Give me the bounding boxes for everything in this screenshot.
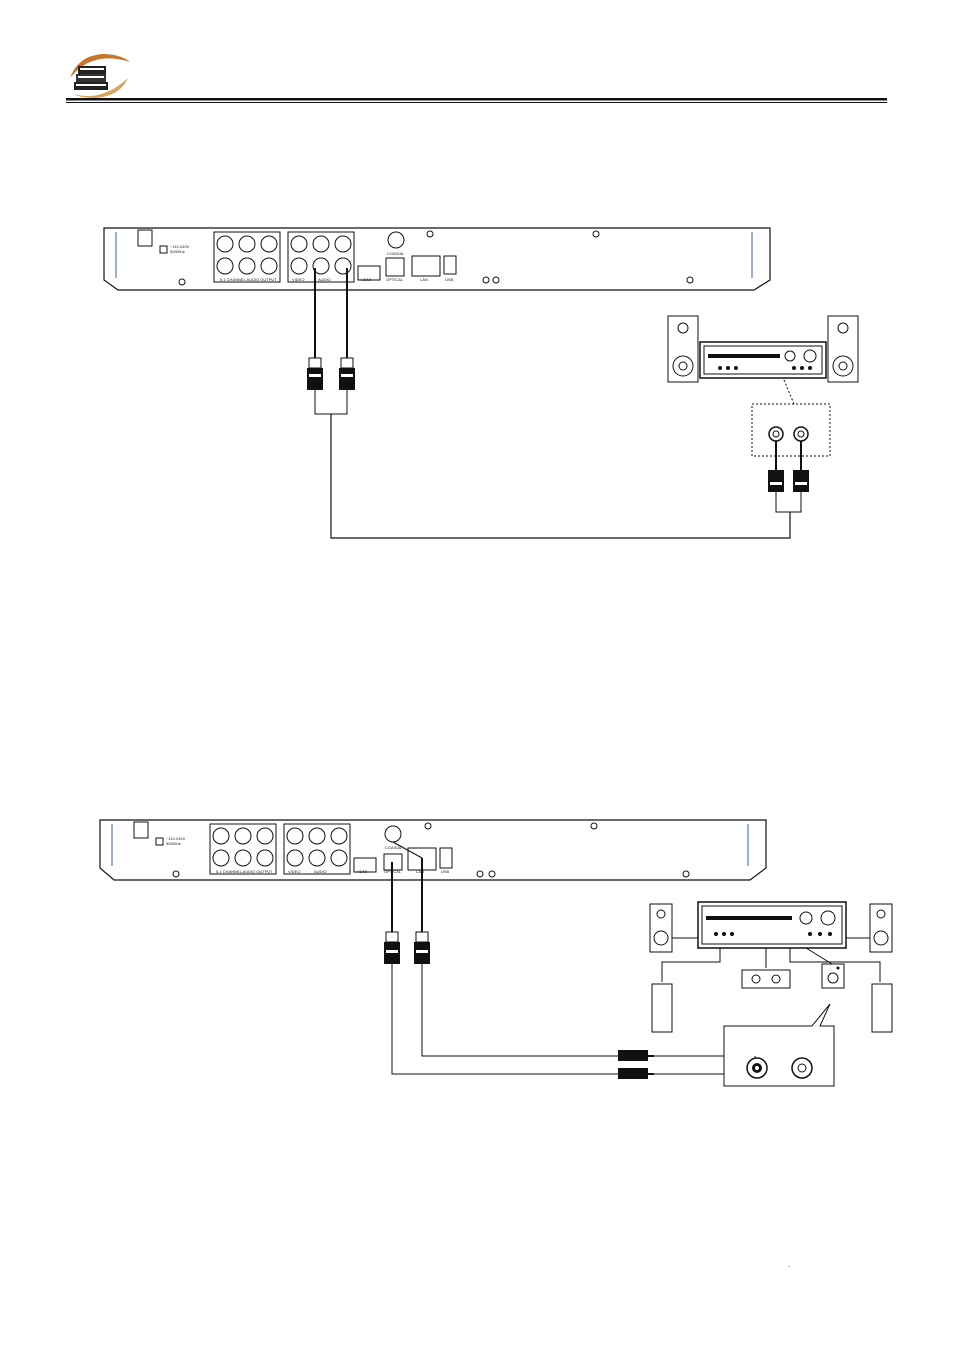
rca-cable-player-end — [307, 268, 791, 539]
power-label-1: ~110-240V — [170, 244, 190, 249]
lan-label: LAN — [416, 869, 424, 874]
power-label-2: 50/60Hz — [166, 841, 181, 846]
lan-label: LAN — [420, 277, 428, 282]
hdmi-label: HDMI — [361, 277, 371, 282]
amplifier-with-speakers — [667, 315, 859, 383]
coaxial-label: COAXIAL — [385, 845, 403, 850]
audio-label: AUDIO — [318, 277, 331, 282]
receiver-input-callout — [723, 1003, 835, 1087]
player-rear-panel: ~110-240V 50/60Hz 5.1 CHANNEL AUDIO OUTP… — [103, 227, 771, 291]
usb-label: USB — [441, 869, 450, 874]
audio-output-label: 5.1 CHANNEL AUDIO OUTPUT — [216, 869, 273, 874]
receiver-with-speakers — [649, 901, 893, 1033]
books-logo-icon — [70, 54, 130, 98]
usb-label: USB — [445, 277, 454, 282]
header-rule — [66, 98, 887, 103]
amp-input-callout — [751, 379, 831, 513]
audio-label: AUDIO — [314, 869, 327, 874]
video-label: VIDEO — [292, 277, 304, 282]
coaxial-label: COAXIAL — [387, 251, 405, 256]
optical-label: OPTICAL — [386, 277, 404, 282]
player-rear-panel: ~110-240V 50/60Hz 5.1 CHANNEL AUDIO OUTP… — [99, 819, 767, 881]
hdmi-label: HDMI — [357, 869, 367, 874]
power-label-2: 50/60Hz — [170, 249, 185, 254]
footer-mark: . — [788, 1260, 791, 1269]
stereo-connection-diagram: ~110-240V 50/60Hz 5.1 CHANNEL AUDIO OUTP… — [103, 227, 859, 539]
video-label: VIDEO — [288, 869, 300, 874]
power-label-1: ~110-240V — [166, 836, 186, 841]
audio-output-label: 5.1 CHANNEL AUDIO OUTPUT — [220, 277, 277, 282]
digital-connection-diagram: ~110-240V 50/60Hz 5.1 CHANNEL AUDIO OUTP… — [99, 819, 893, 1087]
